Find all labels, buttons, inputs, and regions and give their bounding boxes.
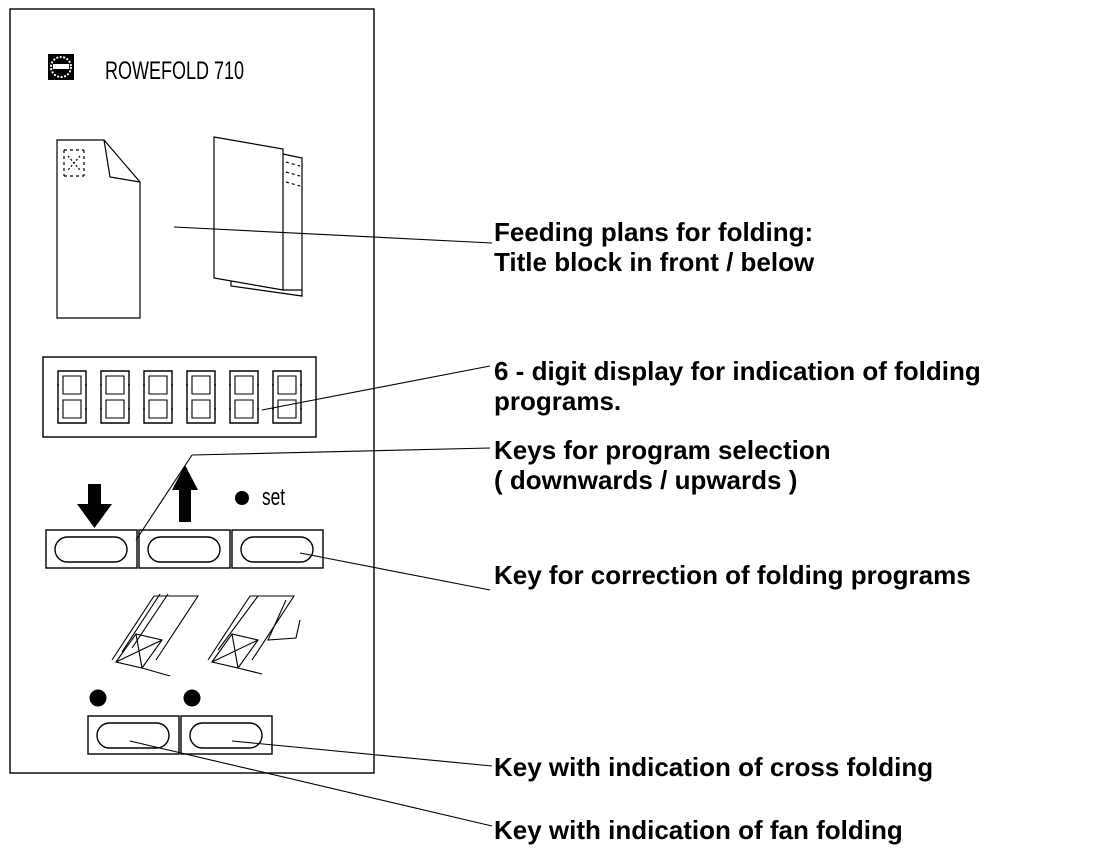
leader-correction-key [299,552,491,591]
seven-segment-digit-icon [143,370,173,424]
cross-fold-diagram-icon [111,593,200,677]
seven-segment-digit-icon [272,370,302,424]
digit-segment-window [191,399,211,419]
callout-selection-keys-line-2: ( downwards / upwards ) [494,465,798,495]
callout-display-line-1: 6 - digit display for indication of fold… [494,356,981,386]
digit-segment-window [277,375,297,395]
digit-segment-window [234,399,254,419]
title-block-front-page-icon [56,139,141,319]
seven-segment-digit-icon [186,370,216,424]
callout-fan-folding-key: Key with indication of fan folding [494,815,903,845]
set-correction-key[interactable] [231,529,324,569]
digit-segment-window [105,375,125,395]
digit-segment-window [62,375,82,395]
digit-outline [143,370,173,424]
callout-fan-folding-key-line-1: Key with indication of fan folding [494,815,903,845]
leader-cross-folding [231,740,493,767]
leader-selection-keys [135,454,193,541]
digit-segment-window [277,399,297,419]
panel-outline [9,8,375,774]
callout-feeding-plans-line-2: Title block in front / below [494,247,815,277]
digit-segment-window [191,375,211,395]
callout-display: 6 - digit display for indication of fold… [494,356,981,416]
fan-folding-key[interactable] [87,715,180,755]
digit-outline [186,370,216,424]
digit-segment-window [148,399,168,419]
digit-segment-window [234,375,254,395]
digit-display [57,370,302,424]
callout-correction-key-line-1: Key for correction of folding programs [494,560,971,590]
digit-segment-window [62,399,82,419]
leader-display [261,365,491,411]
callout-selection-keys-line-1: Keys for program selection [494,435,831,465]
callout-correction-key: Key for correction of folding programs [494,560,971,590]
down-arrow-icon [77,484,112,528]
seven-segment-digit-icon [57,370,87,424]
seven-segment-digit-icon [100,370,130,424]
brand-name: ROWEFOLD 710 [105,57,245,85]
digit-outline [272,370,302,424]
set-label: set [262,484,286,511]
set-indicator-led [235,491,249,505]
up-arrow-icon [172,465,198,522]
callout-selection-keys: Keys for program selection ( downwards /… [494,435,831,495]
digit-outline [57,370,87,424]
digit-segment-window [105,399,125,419]
program-down-key[interactable] [45,529,138,569]
program-up-key[interactable] [138,529,231,569]
callout-cross-folding-key-line-1: Key with indication of cross folding [494,752,934,782]
digit-outline [100,370,130,424]
callout-cross-folding-key: Key with indication of cross folding [494,752,933,782]
cross-folding-key[interactable] [180,715,273,755]
fan-fold-indicator-led [183,689,201,707]
digit-display-frame [42,356,317,438]
cross-fold-indicator-led [89,689,107,707]
digit-segment-window [148,375,168,395]
seven-segment-digit-icon [229,370,259,424]
leader-fan-folding [129,740,493,827]
leader-selection-keys-horizontal [191,447,491,456]
rowe-gear-logo-icon [48,54,74,80]
callout-display-line-2: programs. [494,386,622,416]
callout-feeding-plans-line-1: Feeding plans for folding: [494,217,814,247]
digit-outline [229,370,259,424]
fan-fold-diagram-icon [207,595,301,675]
callout-feeding-plans: Feeding plans for folding: Title block i… [494,217,814,277]
leader-feeding-plans [173,226,493,244]
title-block-below-page-icon [213,136,303,297]
